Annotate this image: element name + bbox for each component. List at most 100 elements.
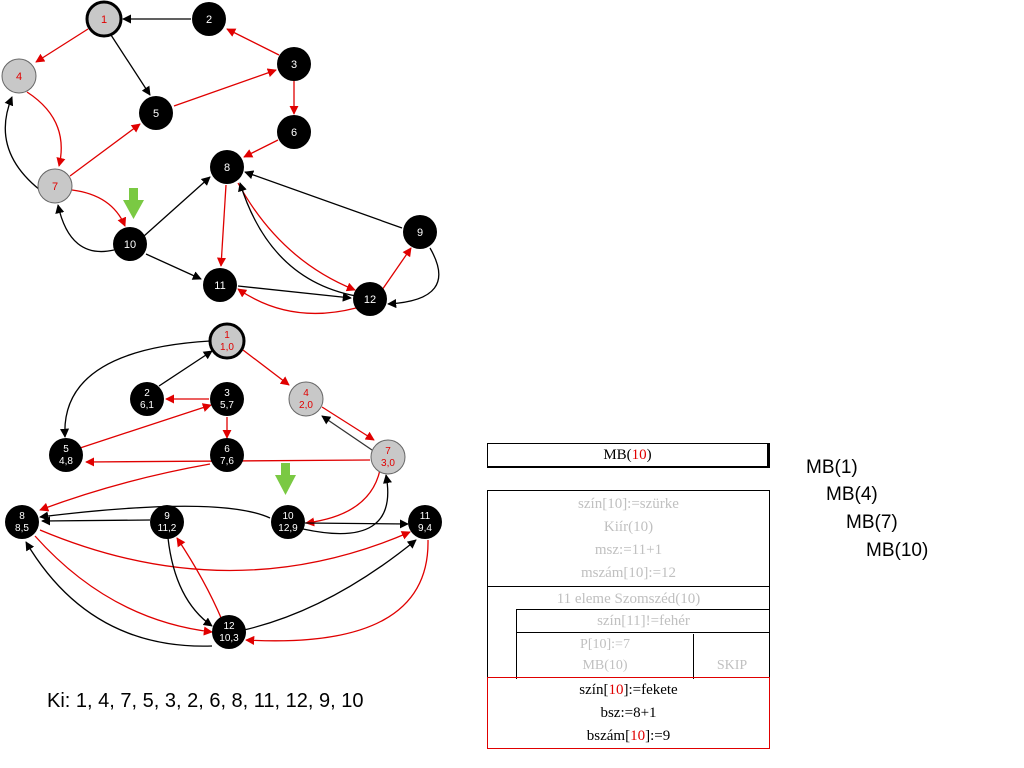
bottom-edge-2-1 xyxy=(158,350,213,387)
bottom-node-7: 7 3,0 xyxy=(370,439,406,475)
bottom-node-9-times: 11,2 xyxy=(158,523,177,534)
then-line-1: P[10]:=7 xyxy=(580,637,630,652)
call-stack-4: MB(10) xyxy=(866,540,929,561)
top-edge-3-2 xyxy=(226,28,280,56)
bottom-node-12: 12 10,3 xyxy=(212,615,246,649)
bottom-node-6-id: 6 xyxy=(224,444,230,455)
final-line-3-pre: bszám[ xyxy=(586,728,631,744)
bottom-edge-4-7 xyxy=(321,406,375,441)
top-node-9: 9 xyxy=(403,215,437,249)
procedure-name: MB( xyxy=(603,447,632,463)
final-line-3: bszám[10]:=9 xyxy=(488,725,769,748)
bottom-node-10-id: 10 xyxy=(282,511,294,522)
init-line-4: mszám[10]:=12 xyxy=(580,565,677,581)
bottom-node-8-times: 8,5 xyxy=(15,523,29,534)
top-node-11-label: 11 xyxy=(214,280,225,292)
top-node-11: 11 xyxy=(203,268,237,302)
bottom-node-1: 1 1,0 xyxy=(208,322,246,360)
top-node-10: 10 xyxy=(113,227,147,261)
final-line-3-arg: 10 xyxy=(630,728,646,744)
procedure-close: ) xyxy=(646,447,652,463)
call-stack-1: MB(1) xyxy=(806,457,858,478)
bottom-node-11-id: 11 xyxy=(420,511,431,522)
procedure-header: MB(10) xyxy=(487,443,770,468)
top-edge-10-7 xyxy=(55,204,115,253)
bottom-edge-11-12 xyxy=(245,539,429,645)
visit-order-output: Ki: 1, 4, 7, 5, 3, 2, 6, 8, 11, 12, 9, 1… xyxy=(47,690,364,712)
bottom-node-2: 2 6,1 xyxy=(130,382,164,416)
init-line-1: szín[10]:=szürke xyxy=(578,496,679,512)
bottom-edge-7-10 xyxy=(305,469,381,527)
final-line-3-post: ]:=9 xyxy=(645,728,671,744)
top-node-9-label: 9 xyxy=(417,227,423,239)
bottom-node-7-times: 3,0 xyxy=(381,458,395,469)
bottom-node-1-times: 1,0 xyxy=(220,342,234,353)
top-node-6: 6 xyxy=(277,115,311,149)
top-graph-nodes: 1 2 3 4 5 6 7 8 xyxy=(1,0,437,316)
bottom-node-12-times: 10,3 xyxy=(219,633,239,644)
init-line-3: msz:=11+1 xyxy=(594,542,663,558)
top-node-4-label: 4 xyxy=(16,71,22,83)
call-stack-2: MB(4) xyxy=(826,484,878,505)
loop-body: szín[11]!=fehér P[10]:=7 MB(10) SKIP xyxy=(516,609,770,679)
top-edge-10-11 xyxy=(145,253,202,280)
top-edge-11-12 xyxy=(237,285,352,302)
top-edge-9-12 xyxy=(387,247,440,309)
top-edge-4-7 xyxy=(26,91,66,167)
if-condition: szín[11]!=fehér xyxy=(597,613,690,629)
top-node-7: 7 xyxy=(37,168,73,204)
current-node-arrow-top xyxy=(123,188,144,219)
final-block: szín[10]:=fekete bsz:=8+1 bszám[10]:=9 xyxy=(487,677,770,749)
top-node-2-label: 2 xyxy=(206,14,212,26)
top-graph-edges xyxy=(4,14,440,315)
top-node-8: 8 xyxy=(210,150,244,184)
bottom-node-11: 11 9,4 xyxy=(408,505,442,539)
bottom-node-2-id: 2 xyxy=(144,388,150,399)
bottom-node-8: 8 8,5 xyxy=(5,505,39,539)
bottom-edge-1-5 xyxy=(59,340,211,438)
top-node-6-label: 6 xyxy=(291,127,297,139)
top-node-2: 2 xyxy=(192,2,226,36)
final-line-1: szín[10]:=fekete xyxy=(488,679,769,702)
final-line-1-arg: 10 xyxy=(608,682,624,698)
bottom-node-11-times: 9,4 xyxy=(418,523,432,534)
top-node-7-label: 7 xyxy=(52,181,58,193)
bottom-edge-5-3 xyxy=(79,403,212,449)
top-node-1: 1 xyxy=(85,0,123,38)
top-node-3: 3 xyxy=(277,47,311,81)
bottom-node-9-id: 9 xyxy=(164,511,170,522)
top-edge-8-12 xyxy=(237,182,356,292)
bottom-node-4-times: 2,0 xyxy=(299,400,313,411)
bottom-graph-edges xyxy=(25,340,429,647)
top-node-5: 5 xyxy=(139,96,173,130)
final-line-2: bsz:=8+1 xyxy=(600,705,657,721)
top-node-12-label: 12 xyxy=(364,294,376,306)
bottom-node-8-id: 8 xyxy=(19,511,25,522)
bottom-edge-8-11 xyxy=(39,529,411,572)
bottom-node-6: 6 7,6 xyxy=(210,438,244,472)
then-line-2: MB(10) xyxy=(582,658,628,673)
else-branch: SKIP xyxy=(716,658,748,673)
current-node-arrow-bottom xyxy=(275,463,296,495)
top-edge-5-3 xyxy=(173,68,277,107)
bottom-node-7-id: 7 xyxy=(385,446,391,457)
bottom-edge-7-4 xyxy=(321,415,373,451)
structogram: szín[10]:=szürke Kiír(10) msz:=11+1 mszá… xyxy=(487,490,770,679)
bottom-node-5-id: 5 xyxy=(63,444,69,455)
top-edge-7-4 xyxy=(4,96,41,191)
bottom-node-3-times: 5,7 xyxy=(220,400,234,411)
loop-header: 11 eleme Szomszéd(10) xyxy=(556,591,701,607)
bottom-node-4: 4 2,0 xyxy=(288,381,324,417)
bottom-node-2-times: 6,1 xyxy=(140,400,154,411)
bottom-node-6-times: 7,6 xyxy=(220,456,234,467)
bottom-edge-12-8 xyxy=(25,541,213,647)
bottom-edge-1-4 xyxy=(242,349,290,386)
bottom-edge-10-8 xyxy=(39,505,271,521)
bottom-edge-9-12 xyxy=(167,537,213,627)
top-edge-10-8 xyxy=(143,176,211,237)
bottom-edge-10-7 xyxy=(302,474,392,535)
top-edge-12-8 xyxy=(238,182,357,297)
bottom-edge-6-8 xyxy=(39,463,211,512)
top-edge-8-11 xyxy=(216,184,227,267)
top-edge-1-5 xyxy=(110,34,151,96)
